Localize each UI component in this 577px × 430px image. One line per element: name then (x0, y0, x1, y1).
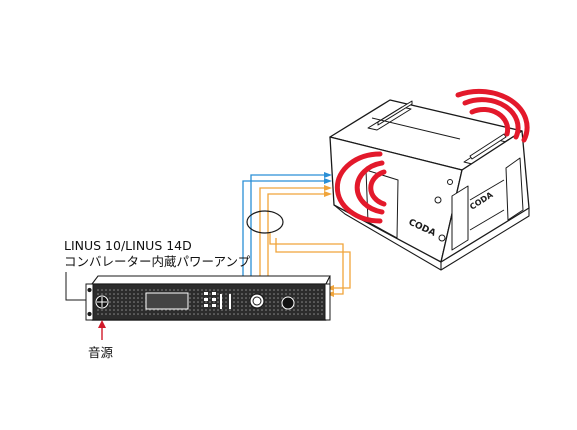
amplifier-callout-line (65, 272, 86, 301)
amplifier-description-label: コンバレーター内蔵パワーアンプ (64, 254, 251, 269)
amplifier-model-label: LINUS 10/LINUS 14D (64, 238, 192, 253)
cable-arrowheads (324, 172, 334, 297)
cable-highlight-ellipse (246, 210, 284, 234)
sound-wave-front-icon (334, 151, 387, 224)
speaker-cables (242, 174, 351, 295)
source-input-arrow (98, 320, 106, 340)
line-array-speaker: CODA CODA (329, 99, 530, 271)
sound-wave-top-icon (455, 88, 530, 143)
source-label: 音源 (88, 345, 114, 360)
power-amplifier (85, 275, 331, 321)
